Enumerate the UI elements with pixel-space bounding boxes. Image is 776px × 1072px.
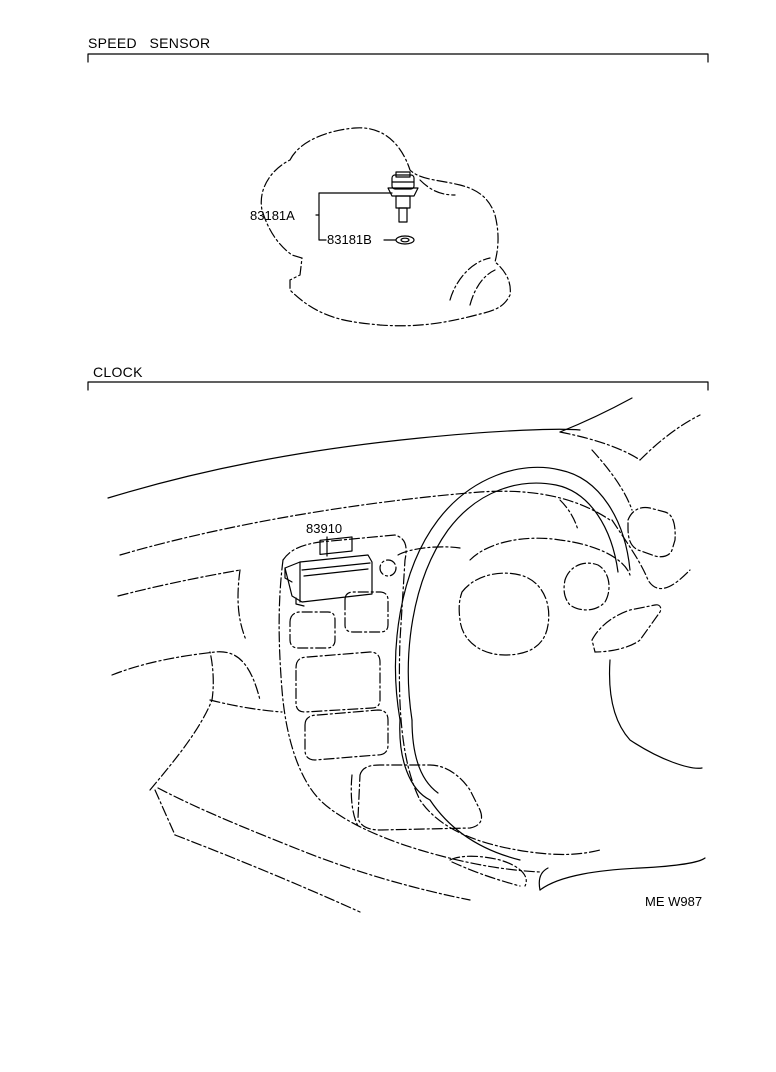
dashboard-outline [107, 397, 706, 913]
part-label-83910: 83910 [306, 521, 343, 536]
leader-83181a [315, 192, 393, 216]
speed-sensor-bracket [87, 53, 709, 63]
part-label-83181b: 83181B [327, 232, 372, 247]
figure-code: ME W987 [645, 894, 703, 909]
leader-83181a-lower [318, 214, 327, 241]
speed-sensor-title: SPEED SENSOR [88, 35, 211, 51]
speed-sensor-icon [387, 171, 419, 223]
washer-icon [395, 235, 415, 245]
clock-title: CLOCK [93, 364, 143, 380]
clock-unit-icon [284, 536, 373, 607]
transmission-outline [260, 127, 511, 327]
part-label-83181a: 83181A [250, 208, 295, 223]
clock-bracket [87, 381, 709, 391]
